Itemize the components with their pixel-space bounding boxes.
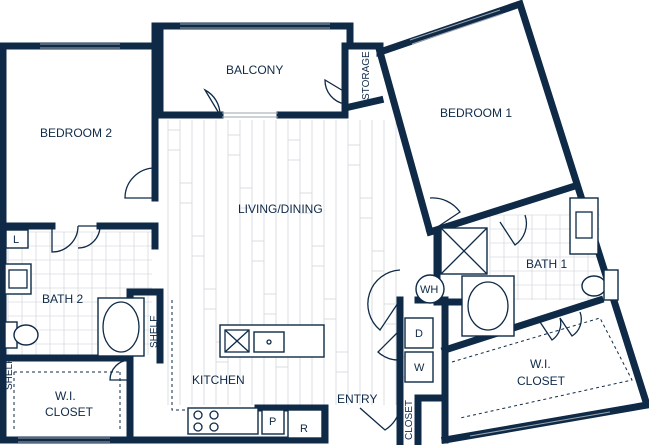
- living-floor-planks: [167, 120, 408, 405]
- laundry: [5, 229, 445, 439]
- room-label-balcony: BALCONY: [226, 63, 283, 77]
- shelf-lines: [13, 300, 633, 430]
- room-label-wi-closet-left-1: W.I.: [55, 389, 76, 403]
- room-label-bath-2: BATH 2: [42, 292, 83, 306]
- room-label-closet-entry: CLOSET: [404, 400, 415, 440]
- room-label-wi-closet-right-1: W.I.: [530, 357, 551, 371]
- burner-icon: [209, 410, 219, 420]
- bath-1-fixtures: [440, 197, 619, 337]
- fixture-labels: L WH D W P R: [13, 234, 438, 435]
- room-label-storage: STORAGE: [361, 51, 372, 100]
- refrigerator-icon: [287, 409, 323, 439]
- burner-icon: [209, 422, 219, 432]
- room-label-entry: ENTRY: [337, 392, 377, 406]
- label-dryer: D: [415, 328, 423, 340]
- label-pantry: P: [269, 416, 276, 428]
- label-linen: L: [13, 234, 19, 246]
- burner-icon: [193, 422, 203, 432]
- water-heater-icon: [415, 274, 445, 304]
- room-label-bedroom-1: BEDROOM 1: [440, 106, 512, 120]
- burner-icon: [193, 410, 203, 420]
- kitchen-counter: [187, 407, 259, 435]
- room-labels: BEDROOM 2 BALCONY STORAGE BEDROOM 1 LIVI…: [4, 51, 567, 440]
- room-label-wi-closet-right-2: CLOSET: [517, 374, 566, 388]
- pantry-icon: [261, 409, 285, 435]
- label-water-heater: WH: [420, 284, 438, 296]
- room-label-kitchen: KITCHEN: [192, 373, 245, 387]
- bath-2-fixtures: [4, 263, 145, 357]
- washer-icon: [404, 351, 434, 383]
- room-label-bedroom-2: BEDROOM 2: [40, 126, 112, 140]
- dryer-icon: [404, 317, 434, 349]
- room-label-living-dining: LIVING/DINING: [238, 202, 323, 216]
- room-label-shelf-center: SHELF: [149, 316, 160, 348]
- room-label-bath-1: BATH 1: [526, 257, 567, 271]
- label-washer: W: [414, 362, 425, 374]
- kitchen-island: [219, 324, 325, 358]
- room-label-shelf-left: SHELF: [4, 358, 15, 390]
- linen-cabinet-icon: [5, 229, 29, 249]
- room-label-wi-closet-left-2: CLOSET: [45, 405, 94, 419]
- doors: [51, 78, 582, 431]
- label-refrigerator: R: [300, 423, 308, 435]
- windows: [18, 9, 611, 443]
